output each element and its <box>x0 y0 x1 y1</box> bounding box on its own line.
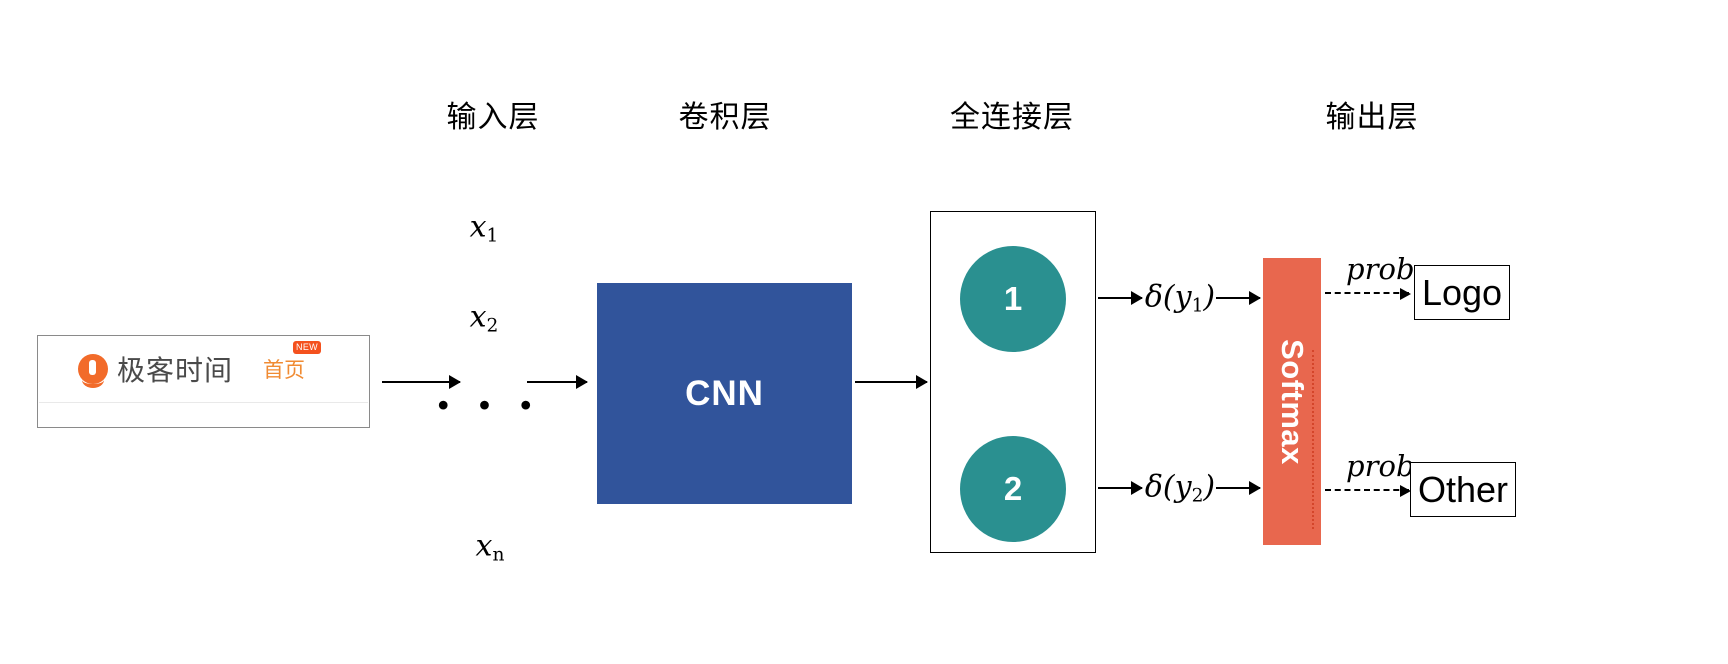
arrow-fc2-to-activation2 <box>1098 487 1142 489</box>
fully-connected-block: 1 2 <box>930 211 1096 553</box>
column-header-conv-layer: 卷积层 <box>678 100 772 135</box>
arrow-cnn-to-fc <box>855 381 927 383</box>
new-badge: NEW <box>293 340 321 354</box>
column-header-input-layer: 输入层 <box>446 100 540 135</box>
cnn-block-label: CNN <box>685 373 764 413</box>
arrow-fc1-to-activation1 <box>1098 297 1142 299</box>
softmax-block: Softmax <box>1263 258 1321 545</box>
cnn-block: CNN <box>597 283 852 504</box>
activation-label-y2: δ(y2) <box>1144 469 1216 507</box>
screenshot-divider <box>39 402 368 403</box>
arrow-input-to-features <box>382 381 460 383</box>
fc-node-1-label: 1 <box>1003 280 1023 317</box>
arrow-softmax-to-logo <box>1325 292 1409 294</box>
arrow-activation1-to-softmax <box>1216 297 1260 299</box>
arrow-features-to-cnn <box>527 381 587 383</box>
output-box-other-label: Other <box>1417 468 1509 510</box>
nav-item-home: 首页 NEW <box>263 340 321 384</box>
activation-label-y1: δ(y1) <box>1144 279 1216 317</box>
output-box-logo: Logo <box>1414 265 1510 320</box>
arrow-softmax-to-other <box>1325 489 1409 491</box>
arrow-activation2-to-softmax <box>1216 487 1260 489</box>
geekbang-circle-logo-icon <box>78 353 108 388</box>
softmax-dotted-divider <box>1312 350 1314 529</box>
output-box-other: Other <box>1410 462 1516 517</box>
nav-item-home-label: 首页 <box>263 357 306 382</box>
fc-node-1: 1 <box>960 246 1066 352</box>
screenshot-navbar: 极客时间 首页 NEW <box>38 336 369 401</box>
feature-ellipsis: • • • <box>434 389 542 425</box>
feature-label-x2: x2 <box>469 299 499 337</box>
column-header-output-layer: 输出层 <box>1325 100 1419 135</box>
softmax-block-label: Softmax <box>1275 338 1310 465</box>
output-box-logo-label: Logo <box>1421 271 1503 313</box>
feature-label-xn: xn <box>475 528 505 566</box>
brand-name-label: 极客时间 <box>117 353 234 387</box>
column-header-fully-connected-layer: 全连接层 <box>950 100 1074 135</box>
fc-node-2-label: 2 <box>1003 470 1023 507</box>
input-screenshot-card: 极客时间 首页 NEW <box>37 335 370 428</box>
feature-label-x1: x1 <box>469 209 499 247</box>
fc-node-2: 2 <box>960 436 1066 542</box>
